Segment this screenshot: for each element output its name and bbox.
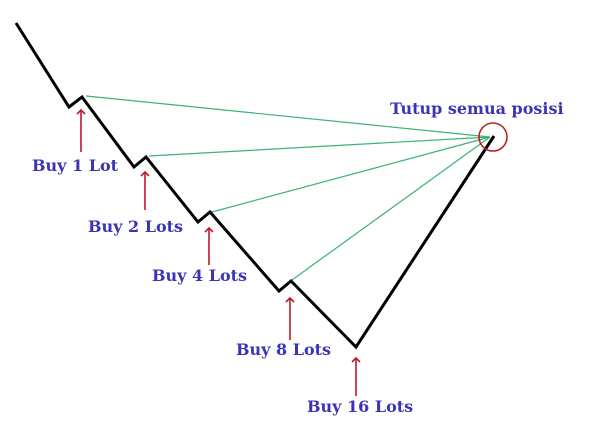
label-buy-16-lots: Buy 16 Lots — [307, 397, 414, 416]
buy-arrows — [76, 108, 361, 396]
close-all-circle — [478, 122, 508, 152]
label-buy-8-lots: Buy 8 Lots — [236, 340, 332, 359]
label-buy-1-lot: Buy 1 Lot — [32, 156, 119, 175]
target-lines — [85, 95, 491, 281]
target-line-1 — [85, 95, 491, 138]
label-close-all-positions: Tutup semua posisi — [390, 99, 564, 118]
target-line-3 — [211, 136, 491, 213]
target-line-4 — [291, 136, 491, 281]
target-line-2 — [148, 136, 491, 157]
label-buy-4-lots: Buy 4 Lots — [152, 266, 248, 285]
price-line — [14, 22, 496, 350]
label-buy-2-lots: Buy 2 Lots — [88, 217, 184, 236]
